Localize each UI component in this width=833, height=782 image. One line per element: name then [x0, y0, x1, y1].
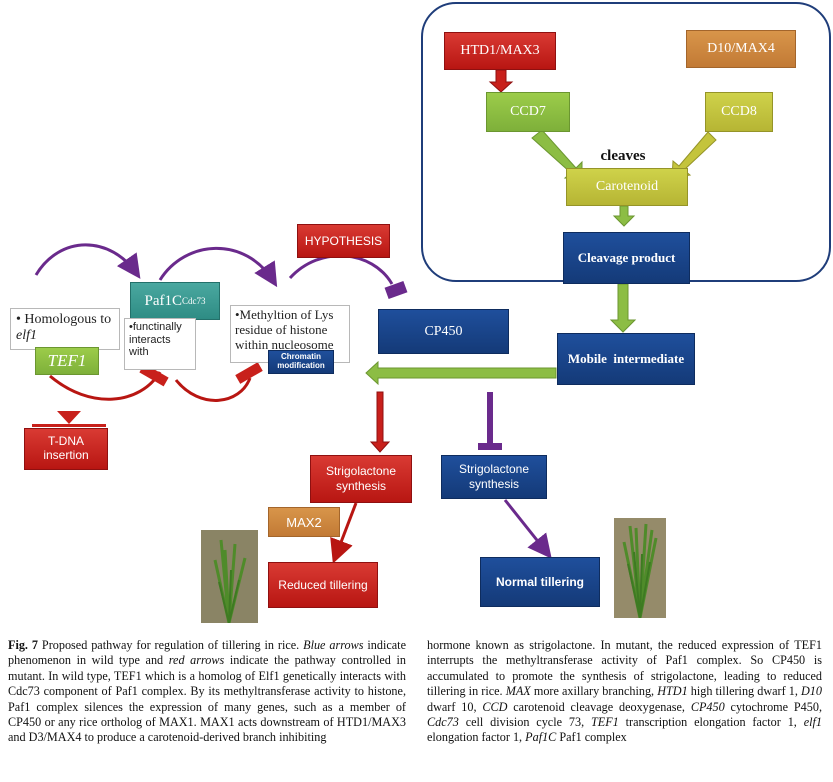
caption-right-run: elongation factor 1, [427, 730, 526, 745]
arrow-sl-reduced [330, 502, 358, 564]
reduced-tillering-box: Reduced tillering [268, 562, 378, 608]
arrow-htd1-ccd7 [488, 69, 514, 93]
hypothesis-box: HYPOTHESIS [297, 224, 390, 258]
paf1c-sup: Cdc73 [182, 296, 206, 306]
functionally-textbox: •functinally interacts with [124, 318, 196, 370]
ccd8-box: CCD8 [705, 92, 773, 132]
arc-methyl-cp450 [288, 254, 394, 285]
caption-right-run: elf1 [803, 715, 822, 730]
arrow-sl-normal [503, 499, 552, 559]
d10-max4-box: D10/MAX4 [686, 30, 796, 68]
arc-tef1-paf1c [34, 243, 141, 279]
tef1-box: TEF1 [35, 347, 99, 375]
arrow-cp450-sl-red [369, 391, 391, 453]
red-block-2 [235, 362, 263, 384]
paf1c-main: Paf1C [144, 292, 183, 309]
caption-right-run: dwarf 10, [427, 699, 483, 714]
caption-right-run: more axillary branching, [530, 684, 658, 699]
tdna-triangle [57, 411, 81, 424]
caption-right-run: Paf1C [525, 730, 557, 745]
caption-left-run: Blue arrows [303, 638, 364, 652]
arrow-cleavage-mobile [609, 283, 637, 333]
homologous-textbox: • Homologous to elf1 [10, 308, 120, 350]
caption-right-run: Paf1 complex [556, 730, 627, 745]
chromatin-box: Chromatin modification [268, 350, 334, 374]
caption-right-run: hormone known as strigolactone. In mutan… [427, 638, 822, 699]
htd1-max3-box: HTD1/MAX3 [444, 32, 556, 70]
cleavage-product-box: Cleavage product [563, 232, 690, 284]
caption-right-run: D10 [801, 684, 822, 699]
strigolactone-red-box: Strigolactone synthesis [310, 455, 412, 503]
caption-right-run: transcription elongation factor 1, [618, 715, 804, 730]
caption-right-run: carotenoid cleavage deoxygenase, [507, 699, 691, 714]
caption-right-run: Cdc73 [427, 715, 459, 730]
max2-box: MAX2 [268, 507, 340, 537]
arc-paf1c-methyl [158, 246, 278, 288]
tdna-box: T-DNA insertion [24, 428, 108, 470]
homologous-line1: • Homologous to [16, 312, 112, 327]
caption-right-run: MAX [505, 684, 531, 699]
cp450-box: CP450 [378, 309, 509, 354]
cleaves-label: cleaves [600, 147, 646, 164]
arrow-carotenoid-cleavage [612, 205, 636, 227]
rice-seedling-icon [201, 530, 258, 623]
caption-right-run: HTD1 [657, 684, 688, 699]
caption-left-run: Proposed pathway for regulation of tille… [38, 638, 304, 652]
caption-right-run: cytochrome P450, [724, 699, 823, 714]
caption-left-run: red arrows [168, 653, 225, 668]
strigolactone-blue-box: Strigolactone synthesis [441, 455, 547, 499]
caption-right-column: hormone known as strigolactone. In mutan… [427, 638, 822, 746]
caption-right-run: high tillering dwarf 1, [687, 684, 801, 699]
mobile-intermediate-box: Mobile intermediate [557, 333, 695, 385]
rice-mutant-photo [201, 530, 258, 623]
homologous-line2: elf1 [16, 328, 37, 344]
caption-right-run: cell division cycle 73, [458, 715, 591, 730]
inhibit-cp450-sl-blue [487, 392, 493, 444]
caption-left-run: indicate phenomenon in wild type and [8, 638, 406, 668]
normal-tillering-box: Normal tillering [480, 557, 600, 607]
caption-left-column: Fig. 7 Proposed pathway for regulation o… [8, 638, 406, 746]
caption-left-run: Fig. 7 [8, 638, 38, 652]
carotenoid-box: Carotenoid [566, 168, 688, 206]
inhibit-cp450 [384, 280, 408, 300]
red-arc-tef1 [49, 371, 162, 401]
rice-seedling-icon [614, 518, 666, 618]
caption-right-run: CCD [482, 699, 508, 714]
caption-left-run: indicate the pathway controlled in mutan… [8, 653, 406, 745]
red-arc-paf1c [174, 377, 252, 402]
rice-wildtype-photo [614, 518, 666, 618]
caption-right-run: TEF1 [591, 715, 619, 730]
caption-right-run: CP450 [690, 699, 725, 714]
ccd7-box: CCD7 [486, 92, 570, 132]
arrow-mobile-cp450 [365, 360, 557, 386]
